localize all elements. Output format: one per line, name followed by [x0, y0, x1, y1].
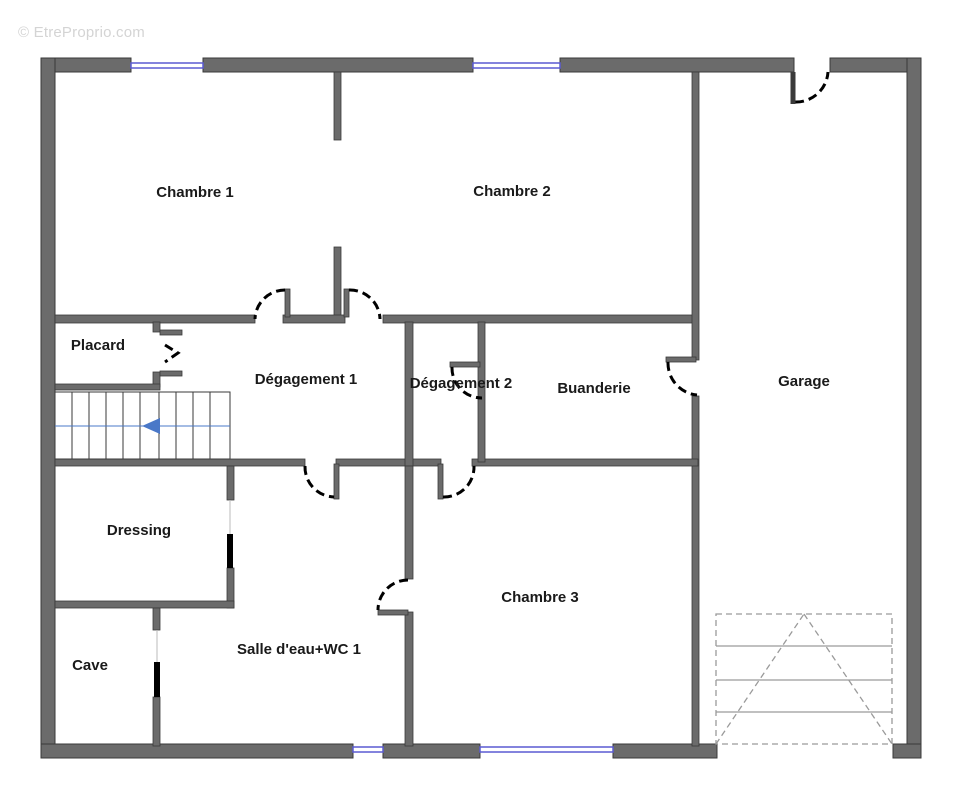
wall-sde-ch3-top [404, 465, 414, 580]
room-label-garage: Garage [778, 373, 830, 390]
wall-right [906, 57, 922, 759]
garage-door-diagonal-2 [803, 613, 893, 745]
room-label-degagement-2: Dégagement 2 [410, 375, 513, 392]
garage-door-outline [715, 613, 893, 745]
wall-garage-left [691, 71, 700, 361]
room-label-chambre-3: Chambre 3 [501, 589, 579, 606]
door-buanderie [666, 361, 698, 397]
garage-door [715, 613, 893, 745]
wall-middle-centre [335, 458, 442, 467]
room-label-cave: Cave [72, 657, 108, 674]
room-labels: Chambre 1 Chambre 2 Placard Dégagement 1… [71, 183, 830, 674]
cave-sliding-door [154, 662, 160, 697]
wall-left [40, 57, 56, 759]
wall-bottom-middle [382, 743, 481, 759]
buanderie-door-stop [665, 356, 697, 363]
door-salle-eau-top [303, 465, 335, 499]
wall-dressing-right-top [226, 465, 235, 501]
stair-arrow-icon [142, 418, 160, 434]
sliding-doors [154, 500, 233, 697]
wall-middle-left [54, 458, 306, 467]
wall-under-ch2 [382, 314, 699, 324]
wall-deg1-deg2 [404, 321, 414, 467]
wall-ch1-ch2-lower [333, 246, 342, 323]
wall-top-middle [202, 57, 474, 73]
wall-garage-left-lower [691, 395, 700, 747]
deg2-door-stop [449, 361, 481, 368]
wall-cave-right-top [152, 607, 161, 631]
door-degagement-2 [450, 366, 483, 400]
room-label-salle-eau: Salle d'eau+WC 1 [237, 641, 361, 658]
window-chambre-1 [130, 62, 204, 69]
placard-door-stop-1 [159, 329, 183, 336]
room-label-chambre-1: Chambre 1 [156, 184, 234, 201]
door-chambre-3-top [442, 465, 476, 499]
wall-bottom-garage [892, 743, 922, 759]
wall-buanderie-left [477, 321, 486, 463]
door-placard [164, 343, 181, 364]
watermark: © EtreProprio.com [18, 24, 145, 41]
wall-sde-ch3-bot [404, 611, 414, 747]
outer-walls [40, 57, 922, 759]
wall-bottom-left [40, 743, 354, 759]
wall-placard-bottom [54, 383, 161, 391]
door-swings [164, 71, 830, 611]
window-chambre-2 [472, 62, 561, 69]
room-label-dressing: Dressing [107, 522, 171, 539]
placard-door-stop-2 [159, 370, 183, 377]
wall-ch1-ch2-upper [333, 71, 342, 141]
jamb-3 [333, 463, 340, 500]
room-label-chambre-2: Chambre 2 [473, 183, 551, 200]
room-label-buanderie: Buanderie [557, 380, 630, 397]
wall-under-ch1-right [282, 314, 346, 324]
jamb-2 [343, 288, 350, 318]
door-chambre-2 [348, 288, 382, 320]
door-salle-eau-side [376, 578, 409, 611]
room-label-placard: Placard [71, 337, 125, 354]
jamb-4 [437, 463, 444, 500]
wall-cave-right-bot [152, 696, 161, 747]
wall-placard-right-top [152, 321, 161, 333]
garage-door-diagonal-1 [715, 613, 805, 745]
door-chambre-1 [253, 288, 286, 320]
windows [130, 62, 614, 753]
window-chambre-3 [479, 746, 614, 753]
wall-middle-right [471, 458, 699, 467]
staircase [54, 391, 231, 460]
dressing-sliding-door [227, 534, 233, 568]
wall-bottom-right [612, 743, 718, 759]
sde-door-stop [377, 609, 409, 616]
jamb-1 [284, 288, 291, 318]
window-salle-eau [352, 746, 384, 753]
interior-walls [54, 71, 700, 747]
wall-dressing-bottom [54, 600, 235, 609]
room-label-degagement-1: Dégagement 1 [255, 371, 358, 388]
door-garage-top [794, 71, 830, 104]
wall-top-right [559, 57, 795, 73]
